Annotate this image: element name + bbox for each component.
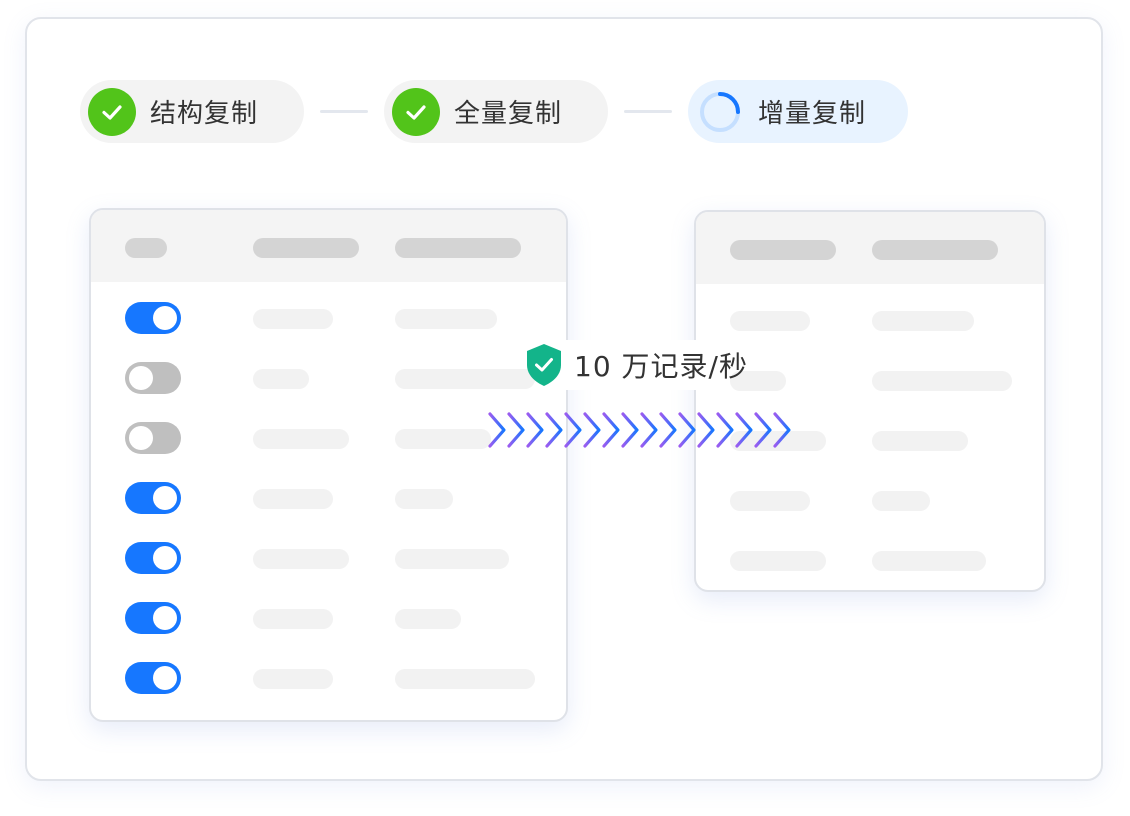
cell-placeholder <box>253 609 333 629</box>
header-placeholder <box>395 238 521 258</box>
table-header <box>696 212 1044 284</box>
row-toggle[interactable] <box>125 602 181 634</box>
row-toggle[interactable] <box>125 542 181 574</box>
row-toggle[interactable] <box>125 662 181 694</box>
cell-placeholder <box>730 311 810 331</box>
shield-check-icon <box>527 344 561 386</box>
transfer-rate: 10 万记录/秒 <box>526 343 748 387</box>
cell-placeholder <box>395 429 491 449</box>
check-icon <box>392 87 440 136</box>
cell-placeholder <box>395 549 509 569</box>
table-header <box>91 210 566 282</box>
cell-placeholder <box>395 609 461 629</box>
cell-placeholder <box>395 489 453 509</box>
target-table <box>694 210 1046 592</box>
row-toggle[interactable] <box>125 482 181 514</box>
cell-placeholder <box>395 309 497 329</box>
transfer-arrows-icon <box>488 412 791 448</box>
cell-placeholder <box>730 551 826 571</box>
source-table <box>89 208 568 722</box>
loading-spinner-icon <box>696 88 744 136</box>
header-placeholder <box>253 238 359 258</box>
step-label: 结构复制 <box>150 99 259 129</box>
step-incremental-copy[interactable]: 增量复制 <box>688 80 908 143</box>
header-placeholder <box>872 240 998 260</box>
cell-placeholder <box>730 491 810 511</box>
transfer-rate-text: 10 万记录/秒 <box>574 350 748 383</box>
cell-placeholder <box>253 369 309 389</box>
header-placeholder <box>125 238 167 258</box>
header-placeholder <box>730 240 836 260</box>
row-toggle[interactable] <box>125 362 181 394</box>
cell-placeholder <box>253 549 349 569</box>
row-toggle[interactable] <box>125 422 181 454</box>
cell-placeholder <box>872 491 930 511</box>
step-full-copy[interactable]: 全量复制 <box>384 80 608 143</box>
step-label: 全量复制 <box>454 99 563 129</box>
row-toggle[interactable] <box>125 302 181 334</box>
cell-placeholder <box>872 371 1012 391</box>
cell-placeholder <box>730 371 786 391</box>
cell-placeholder <box>253 489 333 509</box>
cell-placeholder <box>253 429 349 449</box>
step-structure-copy[interactable]: 结构复制 <box>80 80 304 143</box>
cell-placeholder <box>253 309 333 329</box>
check-icon <box>88 87 136 136</box>
step-label: 增量复制 <box>758 99 867 129</box>
cell-placeholder <box>395 369 535 389</box>
step-connector <box>320 110 368 113</box>
cell-placeholder <box>253 669 333 689</box>
cell-placeholder <box>872 431 968 451</box>
rate-backdrop <box>566 340 698 390</box>
step-connector <box>624 110 672 113</box>
cell-placeholder <box>872 551 986 571</box>
cell-placeholder <box>872 311 974 331</box>
cell-placeholder <box>395 669 535 689</box>
